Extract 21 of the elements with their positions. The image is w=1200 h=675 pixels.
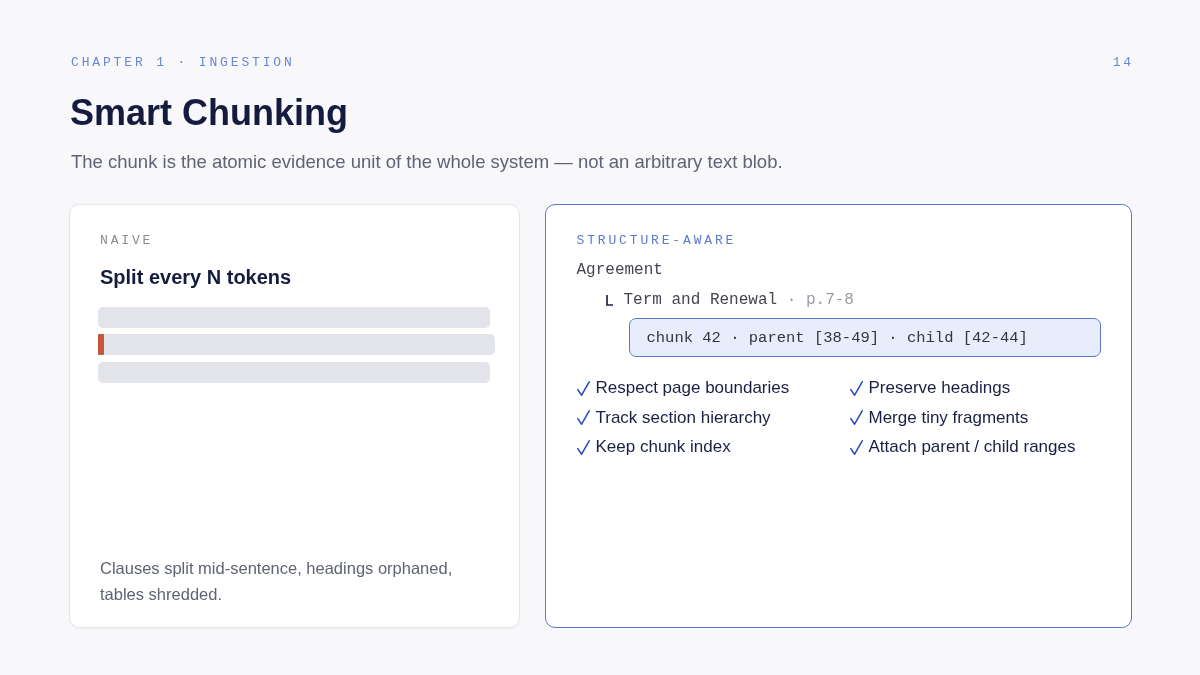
chunk-chip [628, 318, 1101, 357]
checklist-item: Keep chunk index [595, 437, 731, 457]
subtitle: The chunk is the atomic evidence unit of the whole system — not an arbitrary text blob. [71, 151, 783, 173]
checklist-item: Preserve headings [868, 378, 1011, 398]
card-note: Clauses split mid-sentence, headings orphaned, tables shredded. [100, 558, 454, 605]
card-eyebrow: STRUCTURE-AWARE [576, 233, 738, 249]
chapter-eyebrow: CHAPTER 1 · INGESTION [71, 55, 295, 71]
checklist-item: Merge tiny fragments [868, 407, 1029, 428]
checklist-item: Respect page boundaries [595, 378, 790, 398]
comparison-card [545, 204, 1132, 628]
checklist-item: Attach parent / child ranges [868, 437, 1076, 457]
page-range-label: · p.7-8 [786, 290, 854, 310]
card-eyebrow: NAIVE [100, 233, 155, 249]
chunk-metadata: chunk 42 · parent [38-49] · child [42-44] [646, 327, 1028, 348]
card-heading: Split every N tokens [100, 265, 293, 289]
checklist-item: Track section hierarchy [595, 407, 771, 428]
slide-title: Smart Chunking [70, 91, 348, 135]
section-label: Term and Renewal [623, 290, 778, 310]
comparison-card [69, 204, 520, 628]
document-label: Agreement [576, 260, 664, 280]
page-number: 14 [1112, 55, 1134, 71]
